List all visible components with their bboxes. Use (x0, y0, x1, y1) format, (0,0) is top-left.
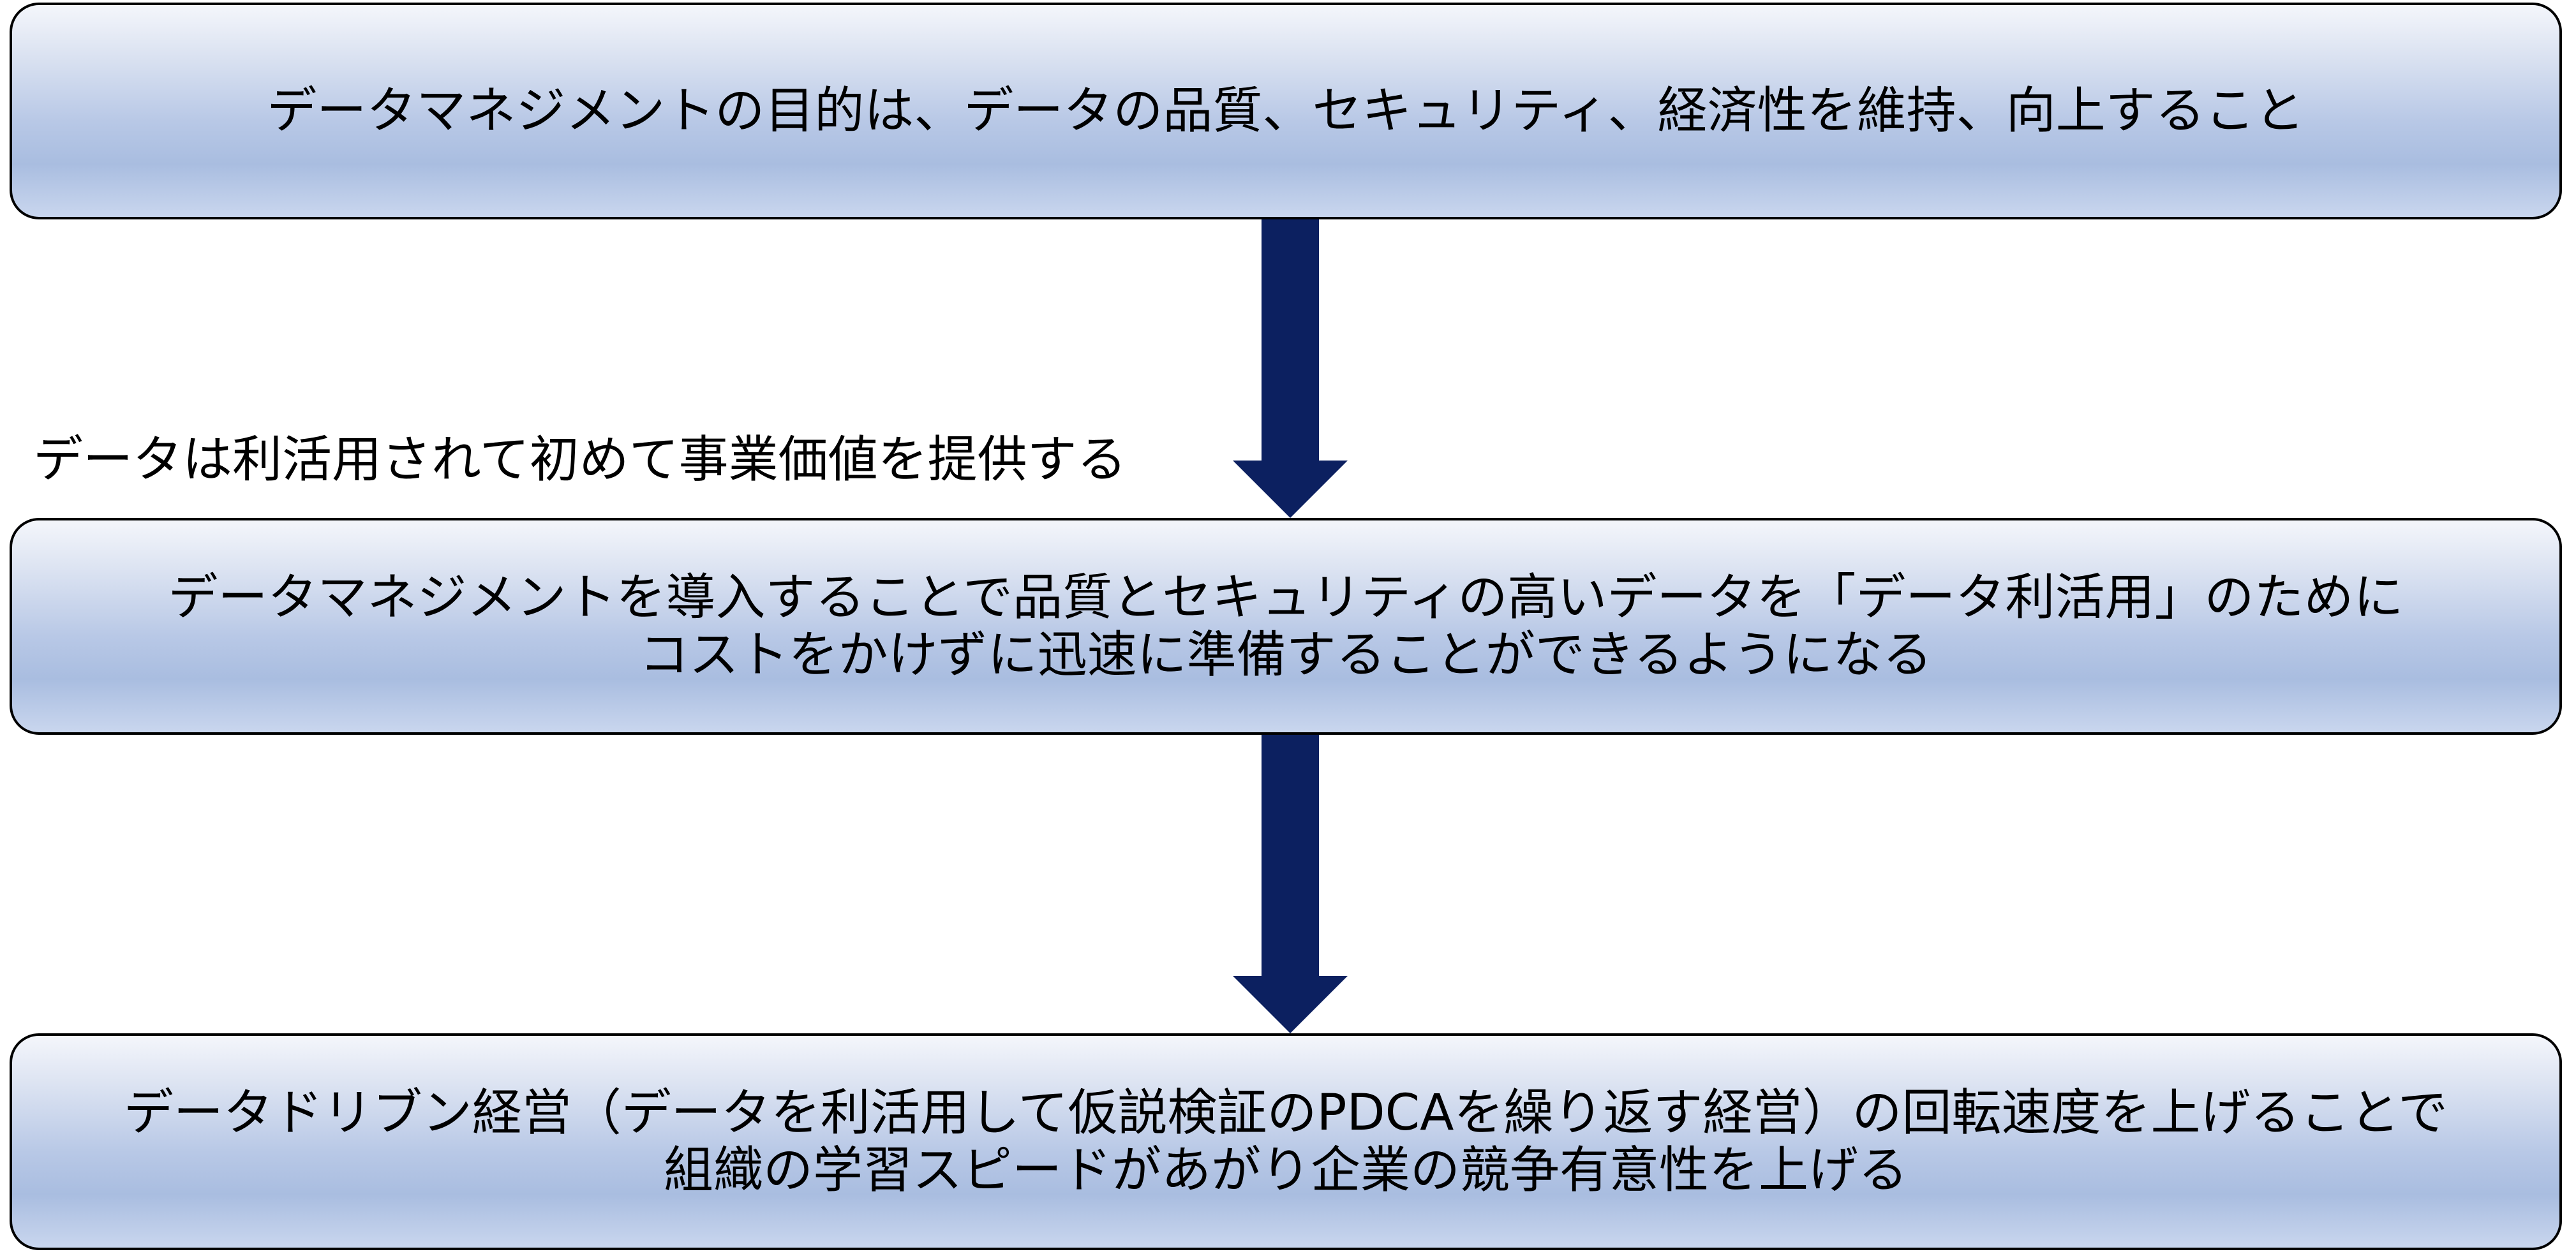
benefit-text-line-2: コストをかけずに迅速に準備することができるようになる (639, 626, 1933, 684)
down-arrow-1 (1233, 219, 1348, 518)
outcome-text-line-2: 組織の学習スピードがあがり企業の競争有意性を上げる (663, 1142, 1908, 1199)
down-arrow-2 (1233, 735, 1348, 1033)
purpose-text: データマネジメントの目的は、データの品質、セキュリティ、経済性を維持、向上するこ… (267, 82, 2305, 140)
outcome-text-line-1: データドリブン経営（データを利活用して仮説検証のPDCAを繰り返す経営）の回転速… (123, 1084, 2448, 1142)
benefit-text-line-1: データマネジメントを導入することで品質とセキュリティの高いデータを「データ利活用… (168, 569, 2404, 626)
outcome-box: データドリブン経営（データを利活用して仮説検証のPDCAを繰り返す経営）の回転速… (10, 1033, 2562, 1250)
down-arrow-icon (1233, 219, 1348, 518)
down-arrow-icon (1233, 735, 1348, 1033)
purpose-box: データマネジメントの目的は、データの品質、セキュリティ、経済性を維持、向上するこ… (10, 3, 2562, 219)
benefit-box: データマネジメントを導入することで品質とセキュリティの高いデータを「データ利活用… (10, 518, 2562, 735)
side-note: データは利活用されて初めて事業価値を提供する (33, 431, 1127, 489)
